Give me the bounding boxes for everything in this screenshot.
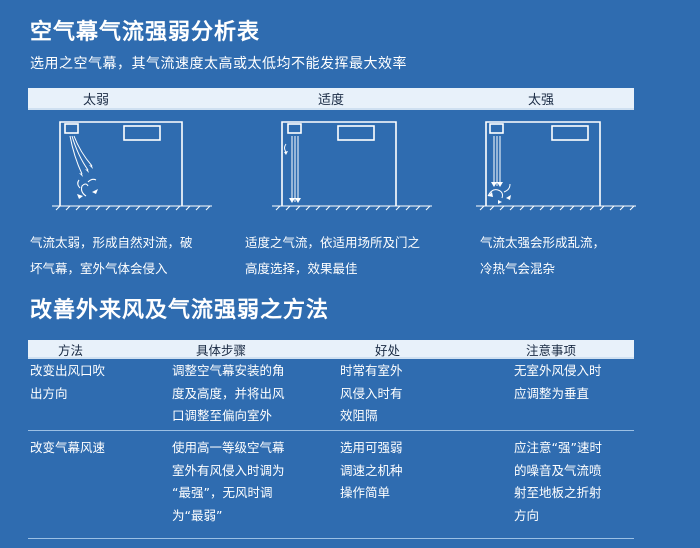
col-method: 方法 [58, 343, 84, 358]
row2-notes: 应注意“强”速时 的噪音及气流喷 射至地板之折射 方向 [514, 440, 602, 523]
row2-method: 改变气幕风速 [30, 440, 106, 455]
section-title: 改善外来风及气流强弱之方法 [30, 298, 330, 323]
header-moderate: 适度 [318, 93, 345, 108]
row-divider [28, 430, 634, 431]
row2-steps: 使用高一等级空气幕 室外有风侵入时调为 “最强”，无风时调 为“最弱” [172, 440, 285, 523]
col-benefit: 好处 [375, 343, 401, 358]
row1-steps: 调整空气幕安装的角 度及高度，并将出风 口调整至偏向室外 [172, 363, 285, 423]
header-weak: 太弱 [83, 93, 110, 108]
strong-description: 气流太强会形成乱流， 冷热气会混杂 [480, 235, 606, 276]
col-notes: 注意事项 [526, 343, 577, 358]
row2-benefit: 选用可强弱 调速之机种 操作简单 [340, 440, 403, 500]
page-subtitle: 选用之空气幕，其气流速度太高或太低均不能发挥最大效率 [30, 56, 407, 72]
table-header-band: 方法 具体步骤 好处 注意事项 [28, 340, 634, 359]
moderate-airflow-diagram [272, 121, 432, 211]
col-steps: 具体步骤 [196, 343, 247, 358]
header-strong: 太强 [528, 93, 555, 108]
row1-benefit: 时常有室外 风侵入时有 效阻隔 [340, 363, 403, 423]
page-title: 空气幕气流强弱分析表 [30, 20, 261, 45]
row1-notes: 无室外风侵入时 应调整为垂直 [514, 363, 602, 401]
weak-airflow-diagram [52, 121, 212, 211]
strong-airflow-diagram [476, 121, 636, 211]
moderate-description: 适度之气流，依适用场所及门之 高度选择，效果最佳 [245, 235, 421, 276]
condition-header-band: 太弱 适度 太强 [28, 88, 634, 110]
weak-description: 气流太弱，形成自然对流，破 坏气幕，室外气体会侵入 [30, 235, 193, 276]
row1-method: 改变出风口吹 出方向 [30, 363, 106, 401]
row-divider-bottom [28, 538, 634, 539]
